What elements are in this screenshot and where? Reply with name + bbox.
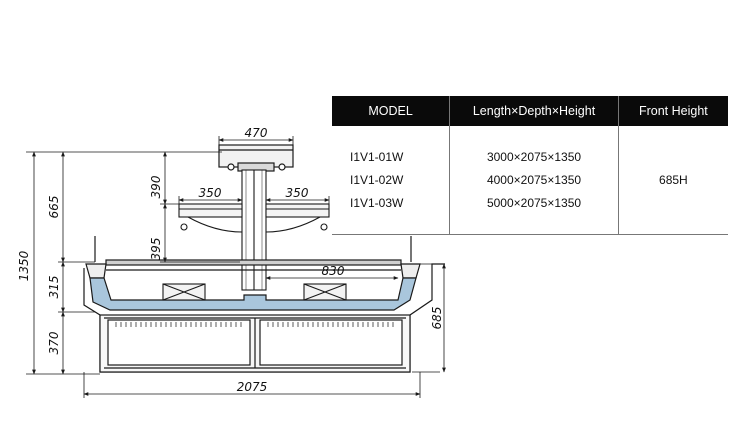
model-spec-table: MODEL Length×Depth×Height Front Height I… xyxy=(332,96,728,235)
dim-inner-width: 830 xyxy=(322,264,345,278)
header-dimensions: Length×Depth×Height xyxy=(449,96,619,126)
model-name: I1V1-03W xyxy=(350,195,404,210)
dim-shelf-right-width: 350 xyxy=(286,186,309,200)
right-shelf xyxy=(265,203,330,233)
dim-front-height: 685 xyxy=(430,307,444,330)
compressor-units xyxy=(162,283,347,301)
dim-upper-height: 665 xyxy=(47,196,61,219)
model-dimensions: 5000×2075×1350 xyxy=(486,195,582,210)
model-cell: I1V1-01W I1V1-02W I1V1-03W xyxy=(332,126,450,235)
header-front-height: Front Height xyxy=(617,96,728,126)
dim-shelf-left-width: 350 xyxy=(199,186,222,200)
dim-canopy-height: 390 xyxy=(149,175,163,198)
model-dimensions: 4000×2075×1350 xyxy=(486,172,582,187)
front-height-value: 685H xyxy=(659,172,688,187)
model-name: I1V1-02W xyxy=(350,172,404,187)
model-name: I1V1-01W xyxy=(350,149,404,164)
right-shelf-lamp-icon xyxy=(320,223,328,231)
display-bin xyxy=(89,277,417,311)
header-model: MODEL xyxy=(332,96,450,126)
dim-total-height: 1350 xyxy=(17,250,31,281)
left-canopy-lamp-icon xyxy=(227,163,235,171)
dim-top-width: 470 xyxy=(245,126,268,140)
front-height-cell: 685H xyxy=(617,126,728,235)
dimension-cell: 3000×2075×1350 4000×2075×1350 5000×2075×… xyxy=(449,126,619,235)
dim-base-height: 370 xyxy=(47,331,61,354)
model-dimensions: 3000×2075×1350 xyxy=(486,149,582,164)
dimension-lines xyxy=(26,136,446,398)
dimension-labels: 470 350 350 830 2075 1350 665 315 370 39… xyxy=(17,126,444,394)
top-canopy xyxy=(218,144,294,172)
dim-total-depth: 2075 xyxy=(237,380,268,394)
central-column xyxy=(241,169,267,291)
vent-grilles xyxy=(115,322,394,327)
dim-bin-height: 315 xyxy=(47,276,61,299)
left-shelf-lamp-icon xyxy=(180,223,188,231)
left-shelf xyxy=(178,203,243,233)
spec-table-header: MODEL Length×Depth×Height Front Height xyxy=(332,96,728,126)
dim-shelf-gap: 395 xyxy=(149,238,163,261)
spec-table-body-row: I1V1-01W I1V1-02W I1V1-03W 3000×2075×135… xyxy=(332,126,728,235)
right-canopy-lamp-icon xyxy=(278,163,286,171)
